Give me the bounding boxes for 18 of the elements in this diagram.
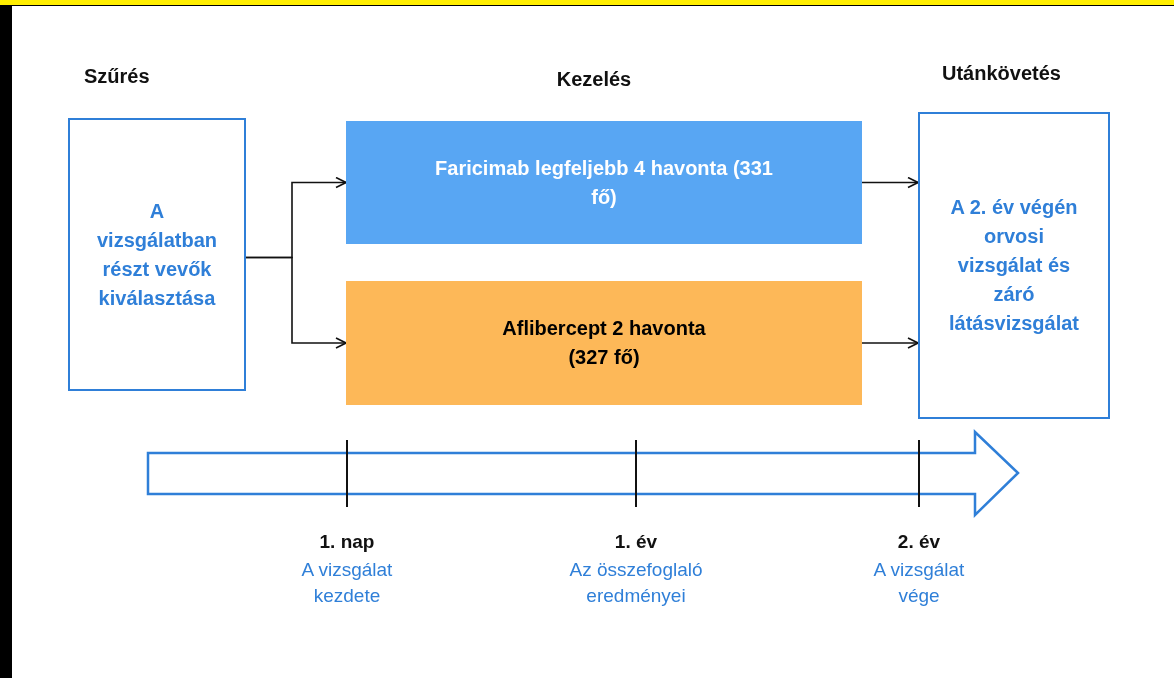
timepoint-label: 2. év bbox=[897, 530, 941, 554]
section-heading: Kezelés bbox=[555, 67, 633, 92]
timepoint-description: Az összefoglaló eredményei bbox=[568, 557, 704, 609]
section-heading: Utánkövetés bbox=[942, 61, 1061, 86]
arrow bbox=[245, 256, 347, 349]
process-box bbox=[346, 281, 862, 405]
timepoint-label: 1. év bbox=[614, 530, 658, 554]
box-text: Aflibercept 2 havonta (327 fő) bbox=[501, 316, 707, 370]
arrow bbox=[861, 176, 919, 189]
section-heading: Szűrés bbox=[84, 64, 150, 89]
timepoint-description: A vizsgálat kezdete bbox=[300, 557, 394, 609]
timepoint-description: A vizsgálat vége bbox=[872, 557, 966, 609]
box-text: A 2. év végén orvosi vizsgálat és záró látásvizsgálat bbox=[947, 195, 1081, 336]
arrow bbox=[861, 337, 919, 349]
process-box bbox=[346, 121, 862, 244]
box-text: Faricimab legfeljebb 4 havonta (331 fő) bbox=[434, 155, 774, 210]
box-text: A vizsgálatban részt vevők kiválasztása bbox=[95, 198, 218, 311]
timepoint-label: 1. nap bbox=[319, 530, 375, 554]
